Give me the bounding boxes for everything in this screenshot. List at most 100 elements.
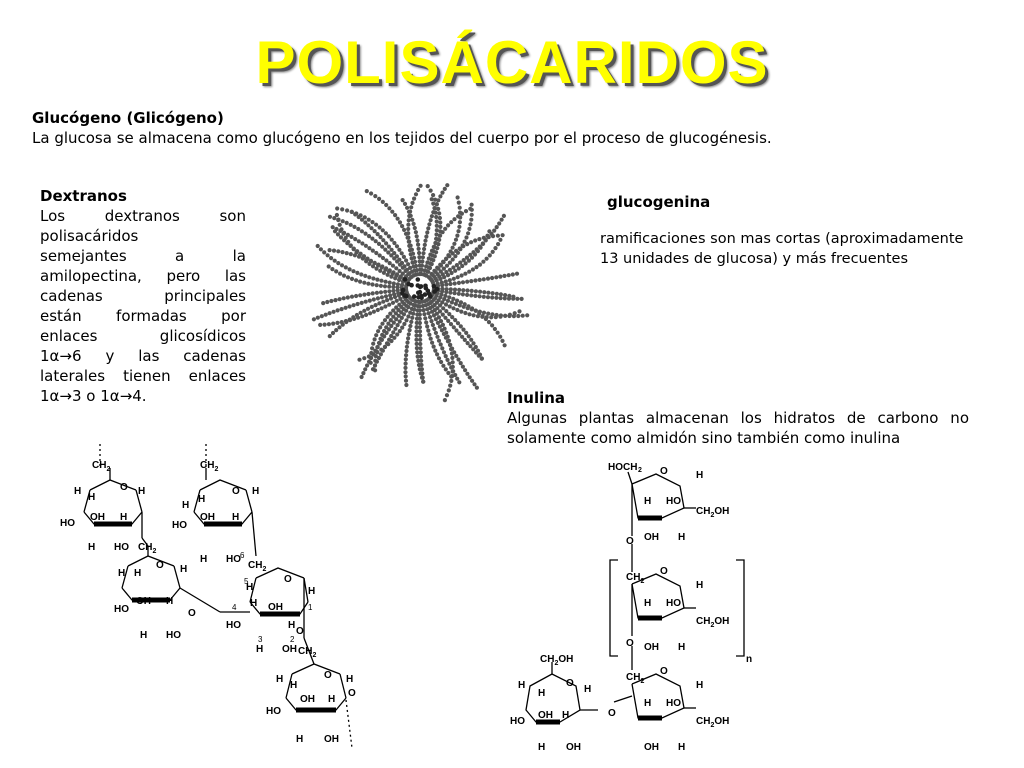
glucose-unit-dot [438, 342, 443, 347]
glucose-unit-dot [379, 278, 384, 283]
svg-text:CH2: CH2 [248, 560, 266, 573]
svg-text:H: H [308, 586, 315, 597]
glucose-unit-dot [473, 308, 478, 313]
svg-text:H: H [182, 500, 189, 511]
svg-text:O: O [232, 486, 240, 497]
glucose-unit-dot [463, 209, 469, 214]
glucose-unit-dot [352, 224, 357, 229]
glucose-unit-dot [342, 230, 347, 235]
glucose-unit-dot [410, 200, 415, 205]
glucose-unit-dot [405, 205, 410, 210]
glucose-unit-dot [353, 237, 358, 242]
glucose-unit-dot [397, 302, 402, 307]
glucogenina-label: glucogenina [607, 193, 711, 211]
glucose-unit-dot [473, 238, 478, 243]
glucogenin-core-dot [422, 292, 428, 297]
glucose-unit-dot [454, 328, 459, 333]
glucose-unit-dot [421, 251, 426, 256]
glucose-unit-dot [442, 297, 447, 302]
svg-text:4: 4 [232, 603, 237, 612]
glucose-unit-dot [397, 257, 402, 262]
svg-text:CH2: CH2 [200, 460, 218, 473]
glucose-unit-dot [391, 288, 396, 293]
svg-text:H: H [88, 492, 95, 503]
glucose-unit-dot [392, 335, 397, 340]
glucose-unit-dot [333, 298, 338, 303]
svg-text:OH: OH [136, 596, 151, 607]
svg-text:HO: HO [666, 496, 681, 507]
svg-text:HOCH: HOCH [608, 462, 637, 473]
glucose-unit-dot [330, 225, 335, 230]
glucose-unit-dot [446, 388, 451, 393]
glucose-unit-dot [383, 279, 388, 284]
glucose-unit-dot [478, 289, 483, 294]
glucose-unit-dot [451, 296, 456, 301]
glucose-unit-dot [437, 233, 442, 238]
glucose-unit-dot [429, 262, 434, 267]
svg-text:H: H [678, 532, 685, 543]
glucose-unit-dot [474, 265, 479, 270]
svg-text:H: H [346, 674, 353, 685]
glucose-unit-dot [331, 321, 336, 326]
glucose-unit-dot [384, 202, 389, 208]
glucose-unit-dot [387, 289, 392, 294]
glucose-unit-dot [386, 234, 391, 239]
svg-text:H: H [518, 680, 525, 691]
glucose-unit-dot [330, 267, 335, 272]
svg-text:H: H [696, 680, 703, 691]
glucose-unit-dot [326, 322, 331, 327]
glucose-unit-dot [375, 296, 380, 301]
glucose-unit-dot [442, 398, 447, 403]
svg-text:O: O [324, 670, 332, 681]
glucose-unit-dot [349, 209, 354, 214]
glucose-unit-dot [377, 301, 382, 306]
glucose-unit-dot [441, 331, 446, 337]
glucose-unit-dot [444, 309, 449, 314]
glycogen-granule-illustration [311, 183, 530, 403]
glucose-unit-dot [444, 393, 450, 398]
glucose-unit-dot [355, 270, 360, 275]
glucose-unit-dot [382, 318, 388, 323]
glucose-unit-dot [458, 324, 463, 329]
glucose-unit-dot [377, 196, 382, 201]
glucose-unit-dot [369, 304, 374, 309]
glucose-unit-dot [468, 222, 473, 227]
svg-text:HO: HO [266, 706, 281, 717]
glucose-unit-dot [453, 318, 458, 323]
glucose-unit-dot [368, 355, 373, 360]
glucose-unit-dot [406, 336, 411, 341]
glucose-unit-dot [374, 333, 379, 338]
glucose-unit-dot [404, 382, 409, 388]
glucose-unit-dot [432, 326, 437, 331]
glucose-unit-dot [477, 277, 482, 282]
glucose-unit-dot [347, 317, 352, 322]
svg-text:O: O [284, 574, 292, 585]
glucose-unit-dot [435, 352, 440, 357]
glucose-unit-dot [489, 315, 494, 320]
glucose-unit-dot [359, 229, 364, 234]
glucose-unit-dot [435, 320, 440, 325]
glucose-unit-dot [355, 301, 360, 307]
glucose-unit-dot [371, 309, 376, 314]
svg-text:O: O [626, 536, 634, 547]
glucose-unit-dot [405, 235, 410, 240]
glucose-unit-dot [356, 254, 362, 259]
glucose-unit-dot [345, 232, 350, 237]
glucose-unit-dot [378, 283, 383, 288]
glucose-unit-dot [450, 346, 455, 351]
glucose-unit-dot [442, 186, 447, 191]
glucose-unit-dot [383, 294, 389, 299]
glucose-unit-dot [450, 355, 455, 360]
glucose-unit-dot [447, 361, 452, 366]
glucose-unit-dot [507, 312, 512, 317]
glucose-unit-dot [498, 274, 503, 279]
svg-text:2: 2 [638, 467, 642, 474]
glucose-unit-dot [414, 341, 419, 346]
glucose-unit-dot [477, 262, 483, 267]
glucose-unit-dot [455, 233, 460, 238]
glucose-unit-dot [431, 193, 436, 198]
glucose-unit-dot [374, 290, 379, 295]
glucose-unit-dot [418, 350, 423, 355]
svg-text:H: H [678, 742, 685, 753]
glucose-unit-dot [413, 192, 419, 197]
